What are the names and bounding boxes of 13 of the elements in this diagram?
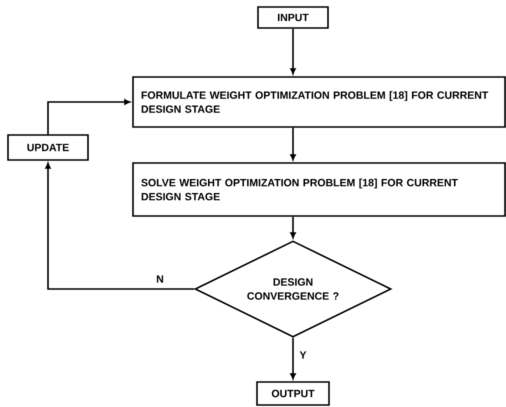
edge-label: N (155, 274, 165, 284)
edge-label: Y (298, 350, 308, 360)
arrow (290, 128, 296, 160)
terminal-box: UPDATE (7, 134, 89, 161)
terminal-box: INPUT (257, 6, 329, 29)
arrow (290, 216, 296, 238)
terminal-box: OUTPUT (256, 381, 330, 406)
arrow (47, 99, 130, 134)
process-box: FORMULATE WEIGHT OPTIMIZATION PROBLEM [18] FOR CURRENT DESIGN STAGE (132, 76, 506, 128)
process-box: SOLVE WEIGHT OPTIMIZATION PROBLEM [18] FOR CURRENT DESIGN STAGE (132, 162, 506, 217)
arrow (45, 162, 194, 290)
arrow (290, 338, 296, 380)
arrow (290, 28, 296, 74)
